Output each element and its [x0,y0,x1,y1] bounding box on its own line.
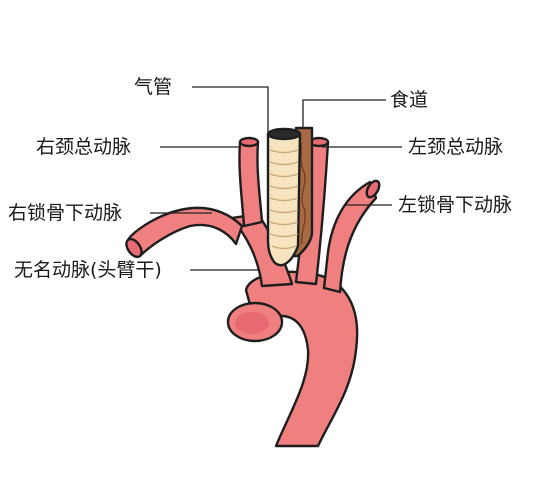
label-left-common-carotid: 左颈总动脉 [408,136,504,158]
brachiocephalic-trunk [230,212,294,288]
label-trachea: 气管 [134,76,173,98]
right-subclavian-opening [125,237,143,259]
leader-esophagus [302,99,386,128]
label-left-subclavian: 左锁骨下动脉 [398,194,513,216]
ascending-aorta-lumen [235,312,269,334]
label-right-subclavian: 右锁骨下动脉 [8,202,123,224]
trachea [266,132,302,267]
label-esophagus: 食道 [390,89,429,111]
leader-trachea [192,86,269,134]
aortic-arch [244,270,359,448]
trachea-rings [269,149,299,250]
right-common-carotid-opening [238,136,260,148]
leader-lines [150,86,402,271]
left-subclavian-artery [322,180,378,294]
trachea-opening [266,127,302,141]
label-right-common-carotid: 右颈总动脉 [36,136,132,158]
right-common-carotid-artery [238,140,264,228]
esophagus-shading [299,139,306,245]
label-brachiocephalic: 无名动脉(头臂干) [14,259,162,281]
left-subclavian-opening [365,179,381,199]
right-subclavian-artery [126,206,244,258]
